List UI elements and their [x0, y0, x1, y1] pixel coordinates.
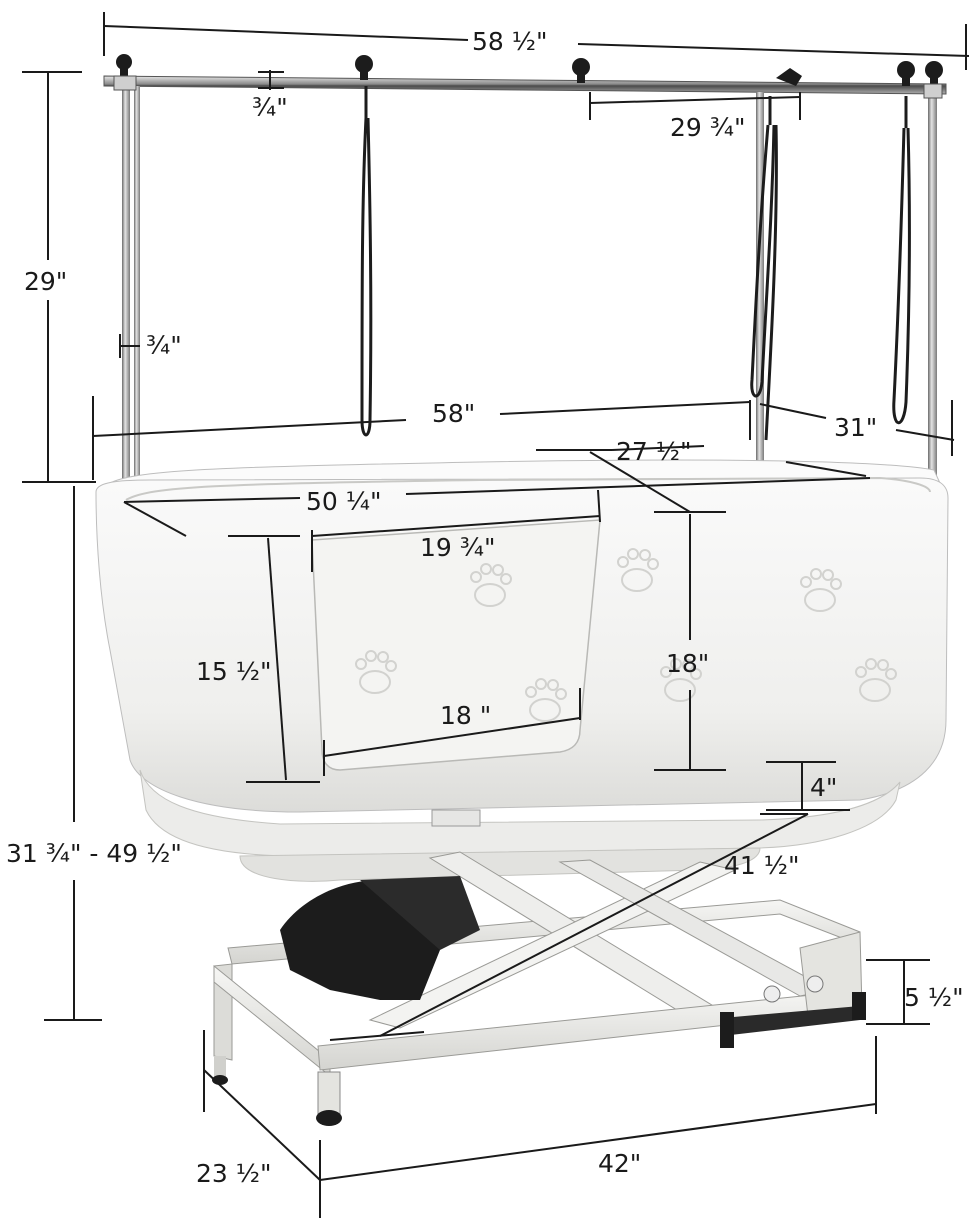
label-base-height: 5 ½" — [904, 983, 964, 1012]
label-door-height: 15 ½" — [196, 657, 272, 686]
label-tub-length: 58" — [432, 399, 475, 428]
dimension-lines — [22, 12, 969, 1218]
label-rack-height: 29" — [24, 267, 67, 296]
pedal-end-left — [720, 1012, 734, 1048]
foot-back-left — [214, 1056, 226, 1078]
label-tub-width: 31" — [834, 413, 877, 442]
lift-base — [212, 851, 866, 1126]
label-base-depth: 23 ½" — [196, 1159, 272, 1188]
label-lift-arm: 41 ½" — [724, 851, 800, 880]
middle-post — [756, 92, 764, 467]
label-door-bottom-width: 18 " — [440, 701, 491, 730]
left-post — [122, 86, 130, 486]
brand-plate — [431, 809, 481, 827]
paw-print-icon — [355, 548, 897, 722]
left-clamp — [113, 75, 137, 91]
foot-front-left — [317, 1071, 341, 1117]
right-clamp — [923, 83, 943, 99]
up-arrow-icon — [806, 975, 824, 993]
pedal-end-right — [852, 992, 866, 1020]
foot-pedal — [722, 1006, 860, 1036]
down-arrow-icon — [763, 985, 781, 1003]
restraint-loop-icon — [360, 86, 911, 441]
label-bar-diameter: ¾" — [252, 93, 288, 122]
label-base-length: 42" — [598, 1149, 641, 1178]
dimension-labels: 58 ½" ¾" 29 ¾" 29" ¾" 58" 31" 27 ½" 50 ¼… — [6, 27, 964, 1188]
right-post — [928, 92, 937, 482]
label-tub-depth: 18" — [666, 649, 709, 678]
label-inner-length: 50 ¼" — [306, 487, 382, 516]
label-base-lip: 4" — [810, 773, 837, 802]
base-bottom-rail — [317, 989, 863, 1071]
tub-base-band — [139, 769, 901, 857]
bar-knob-icon — [116, 54, 943, 86]
label-door-top-width: 19 ¾" — [420, 533, 496, 562]
label-post-diameter: ¾" — [146, 331, 182, 360]
tub-inner-rim — [125, 476, 931, 501]
left-post-2 — [134, 86, 140, 482]
motor-housing — [360, 876, 480, 950]
tub — [95, 459, 949, 882]
label-inner-width: 27 ½" — [616, 437, 692, 466]
label-rack-width: 58 ½" — [472, 27, 548, 56]
label-hook-spacing: 29 ¾" — [670, 113, 746, 142]
rack — [103, 54, 947, 486]
top-bar — [103, 75, 947, 95]
foot-pad — [316, 1110, 342, 1126]
label-overall-height: 31 ¾" - 49 ½" — [6, 839, 182, 868]
tub-skirt — [239, 847, 761, 882]
